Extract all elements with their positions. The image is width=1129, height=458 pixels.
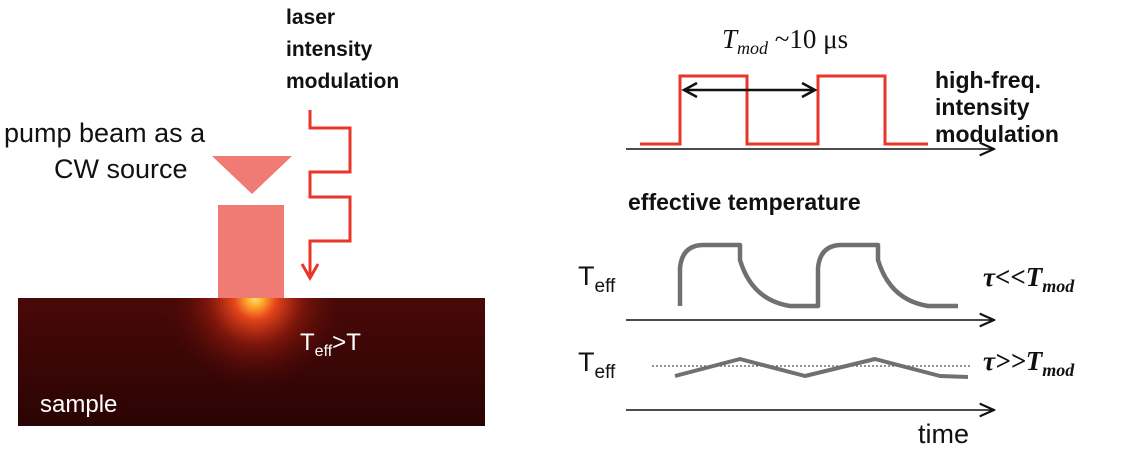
time-label: time bbox=[918, 419, 969, 449]
hf-label-2: intensity bbox=[935, 94, 1030, 120]
laser-label-2: intensity bbox=[286, 38, 373, 61]
pump-label-1: pump beam as a bbox=[4, 118, 206, 148]
laser-arrow-head bbox=[300, 263, 320, 282]
square-wave bbox=[640, 74, 928, 146]
condition-fast-label: τ<<Tmod bbox=[983, 262, 1075, 296]
hf-label-3: modulation bbox=[935, 121, 1059, 147]
laser-label-3: modulation bbox=[286, 70, 399, 93]
period-arrow-right-head bbox=[801, 81, 818, 99]
heated-spot bbox=[18, 298, 485, 426]
pump-cone bbox=[212, 156, 292, 194]
laser-label-1: laser bbox=[286, 6, 335, 29]
teff-curve-fast bbox=[677, 242, 958, 309]
pump-beam bbox=[218, 205, 284, 301]
sample-label: sample bbox=[40, 391, 117, 418]
hf-label-1: high-freq. bbox=[935, 67, 1041, 93]
teff-sample-label: Teff>T bbox=[300, 329, 361, 360]
laser-modulation-path bbox=[308, 110, 352, 275]
period-arrow-left-head bbox=[681, 81, 698, 99]
tmod-label: Tmod ~10 μs bbox=[722, 24, 848, 58]
teff-label-2: Teff bbox=[578, 347, 616, 383]
teff-curve-slow bbox=[674, 357, 969, 379]
effective-temperature-label: effective temperature bbox=[628, 189, 861, 215]
condition-slow-label: τ>>Tmod bbox=[983, 346, 1075, 380]
teff-label-1: Teff bbox=[578, 261, 616, 297]
pump-label-2: CW source bbox=[54, 154, 188, 184]
